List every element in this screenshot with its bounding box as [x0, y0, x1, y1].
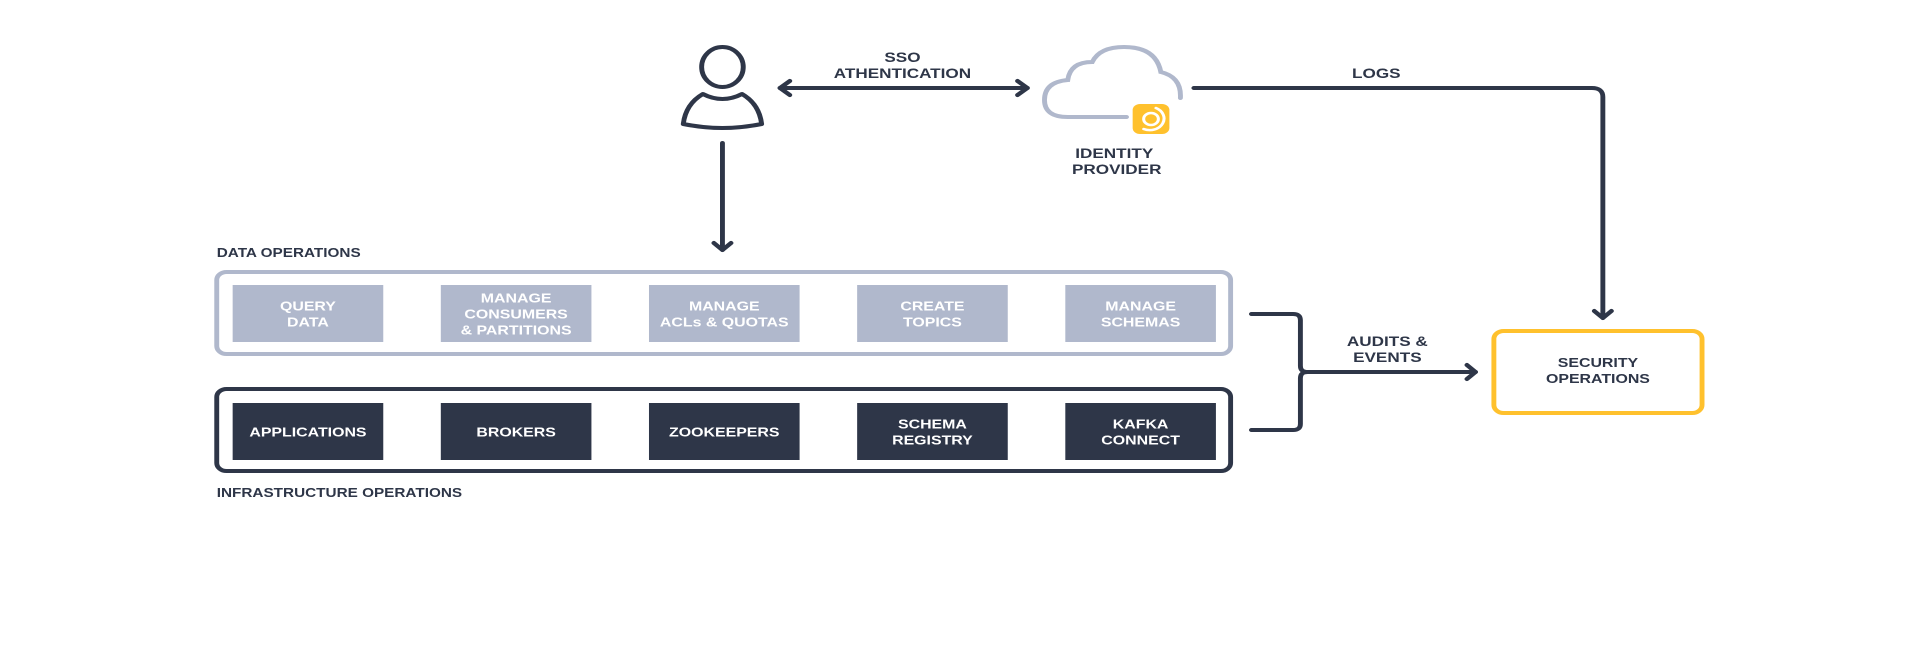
data-operation-box-label: DATA: [287, 316, 329, 330]
infrastructure-operation-box-label: REGISTRY: [892, 434, 973, 448]
data-operation-box-bg: [857, 285, 1008, 342]
sso-arrow: [777, 79, 1030, 97]
data-operation-box-bg: [1065, 285, 1216, 342]
data-operation-box: MANAGE ACLs & QUOTAS: [648, 285, 800, 342]
security-operations-box: [1491, 329, 1705, 415]
audits-label-line1: AUDITS &: [1347, 334, 1428, 349]
data-operation-box-label: CREATE: [900, 300, 965, 314]
infrastructure-operation-box-label: ZOOKEEPERS: [669, 426, 780, 440]
infrastructure-operation-box-bg: [648, 403, 800, 460]
data-operation-box-label: MANAGE: [689, 300, 760, 314]
data-operation-box-label: SCHEMAS: [1101, 316, 1181, 330]
infrastructure-operation-box: ZOOKEEPERS: [648, 403, 800, 460]
user-icon: [680, 45, 765, 130]
logs-label: LOGS: [1352, 66, 1401, 81]
data-operations-title: DATA OPERATIONS: [217, 245, 361, 259]
infrastructure-operation-box-bg: [857, 403, 1008, 460]
identity-provider-label-line1: IDENTITY: [1075, 146, 1154, 161]
infrastructure-operation-box-label: APPLICATIONS: [249, 426, 367, 440]
data-operation-box-label: MANAGE: [1105, 300, 1176, 314]
data-operations-container: [214, 270, 1234, 356]
infrastructure-operation-box: BROKERS: [440, 403, 592, 460]
infrastructure-operation-box-label: CONNECT: [1101, 434, 1180, 448]
audits-label-line2: EVENTS: [1353, 350, 1422, 365]
data-operation-box-label: & PARTITIONS: [461, 324, 572, 338]
infrastructure-operation-box: KAFKA CONNECT: [1065, 403, 1216, 460]
cloud-icon: [1042, 44, 1183, 119]
data-operation-box: MANAGE SCHEMAS: [1065, 285, 1216, 342]
data-operation-box-label: QUERY: [280, 300, 336, 314]
security-operations-label-line1: SECURITY: [1558, 356, 1639, 370]
data-operation-box-label: MANAGE: [481, 292, 552, 306]
data-operation-box-bg: [232, 285, 384, 342]
infrastructure-operation-box-bg: [232, 403, 384, 460]
data-operation-box: QUERY DATA: [232, 285, 384, 342]
identity-provider-badge-icon: [1132, 104, 1170, 134]
infrastructure-operation-box: APPLICATIONS: [232, 403, 384, 460]
user-to-data-ops-arrow: [711, 141, 734, 252]
infrastructure-operation-box-label: KAFKA: [1113, 418, 1169, 432]
data-operation-box-bg: [648, 285, 800, 342]
data-operation-box: MANAGE CONSUMERS & PARTITIONS: [440, 285, 592, 342]
sso-label-line2: ATHENTICATION: [834, 66, 971, 81]
data-operation-box: CREATE TOPICS: [857, 285, 1008, 342]
data-operation-box-label: TOPICS: [903, 316, 962, 330]
infrastructure-operation-box-bg: [1065, 403, 1216, 460]
infrastructure-operation-box-label: BROKERS: [476, 426, 556, 440]
security-operations-label-line2: OPERATIONS: [1546, 372, 1650, 386]
identity-provider-label-line2: PROVIDER: [1072, 162, 1161, 177]
infrastructure-operation-box-label: SCHEMA: [898, 418, 967, 432]
infrastructure-operation-box-bg: [440, 403, 592, 460]
audits-bracket: [1248, 312, 1478, 432]
infrastructure-operations-container: [214, 387, 1234, 473]
infrastructure-operations-title: INFRASTRUCTURE OPERATIONS: [217, 485, 462, 499]
data-operation-box-label: CONSUMERS: [464, 308, 568, 322]
logs-arrow: [1191, 86, 1614, 320]
infrastructure-operation-box: SCHEMA REGISTRY: [857, 403, 1008, 460]
data-operation-box-label: ACLs & QUOTAS: [660, 316, 789, 330]
sso-label-line1: SSO: [884, 50, 920, 65]
data-operation-box-bg: [440, 285, 592, 342]
